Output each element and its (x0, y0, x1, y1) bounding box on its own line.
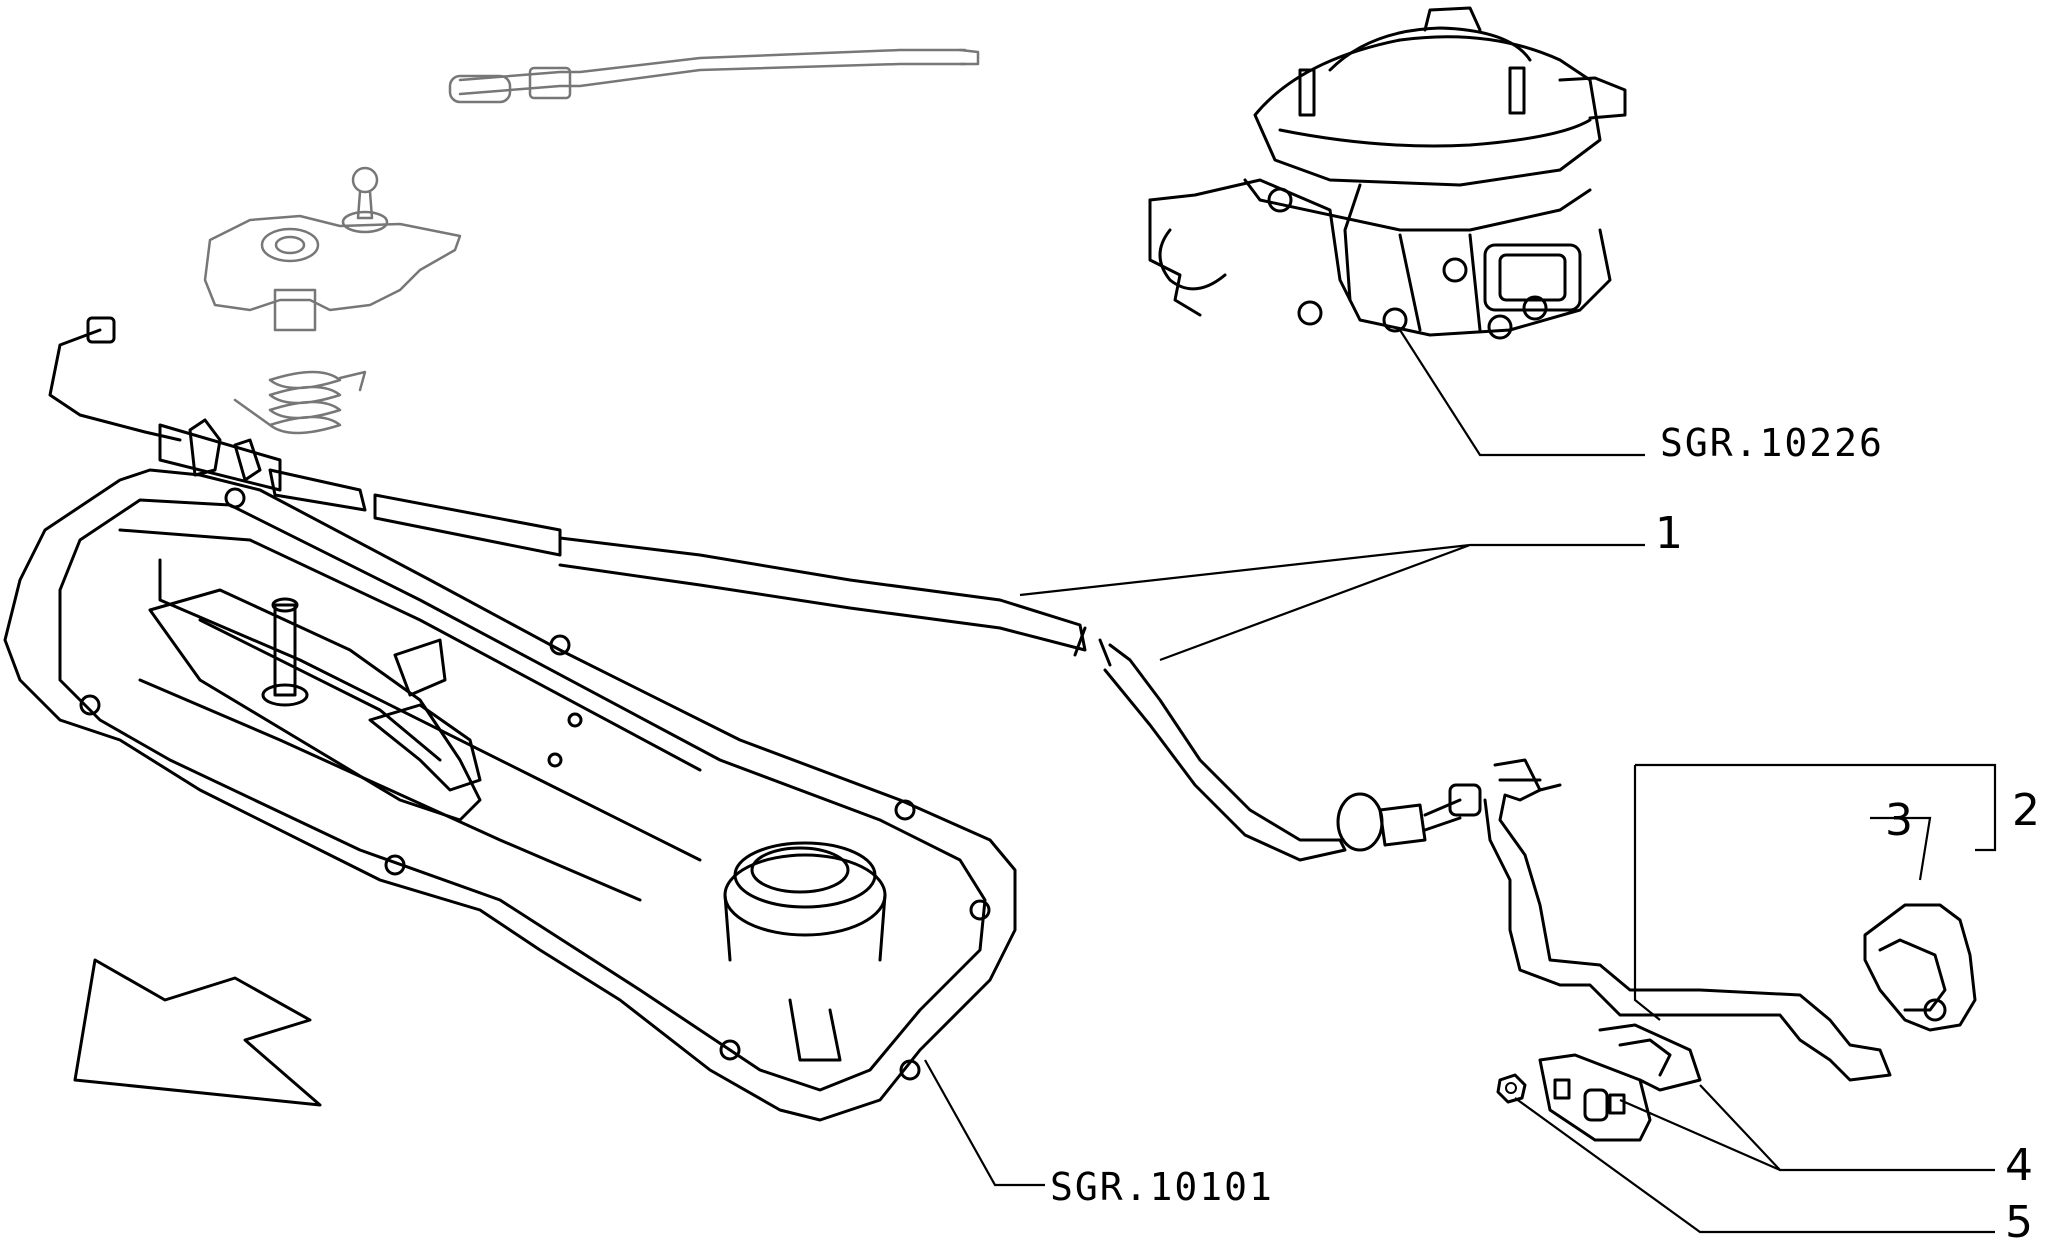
accelerator-pedal-lever (1483, 758, 1892, 1082)
return-spring-ghost (233, 370, 367, 435)
throttle-rod-ghost (448, 48, 980, 104)
callout-5: 5 (2005, 1197, 2033, 1239)
valve-cover-assembly (3, 468, 1017, 1122)
front-direction-arrow (73, 958, 322, 1107)
ref-label-carburettor: SGR.10226 (1660, 421, 1884, 465)
pedal-pad (1863, 903, 1977, 1032)
leader-lines (924, 329, 1997, 1234)
nut (1496, 1073, 1527, 1104)
pedal-bracket (1538, 1023, 1702, 1142)
accelerator-cable (48, 316, 1482, 862)
callout-2: 2 (2012, 785, 2040, 836)
callout-4: 4 (2005, 1140, 2033, 1191)
callout-1: 1 (1655, 508, 1683, 559)
carburettor-assembly (1148, 6, 1627, 340)
callout-3: 3 (1885, 795, 1913, 846)
throttle-lever-ghost (203, 166, 462, 332)
ref-label-valve-cover: SGR.10101 (1050, 1165, 1274, 1209)
